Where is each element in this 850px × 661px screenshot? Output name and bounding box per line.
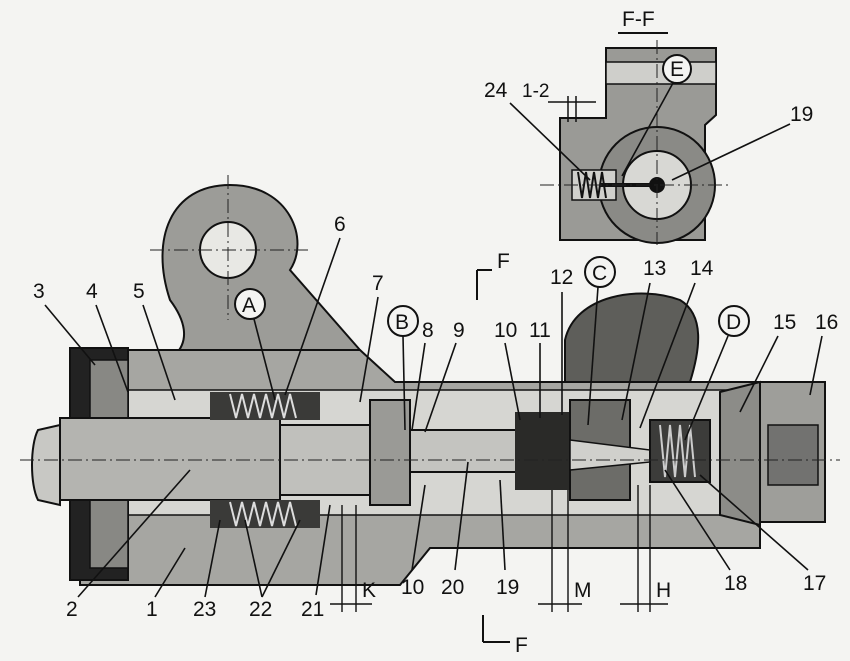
plunger <box>59 417 281 501</box>
callout-c: C <box>592 262 607 285</box>
label-part-15: 15 <box>773 311 796 334</box>
label-part-9: 9 <box>453 319 465 342</box>
label-part-5: 5 <box>133 280 145 303</box>
callout-a-circle <box>234 288 266 320</box>
label-part-20: 20 <box>441 576 464 599</box>
label-part-10-top: 10 <box>494 319 517 342</box>
section-f-f-view: F-F 1-2 E 24 19 <box>484 8 813 245</box>
label-part-19-main: 19 <box>496 576 519 599</box>
label-part-8: 8 <box>422 319 434 342</box>
section-mark-top: F <box>497 250 510 273</box>
label-part-4: 4 <box>86 280 98 303</box>
part-number-labels: 3 4 5 6 7 8 9 10 11 12 13 14 15 16 17 18… <box>33 213 838 621</box>
section-cut-markers: F F <box>476 250 528 657</box>
section-title: F-F <box>622 8 655 31</box>
dimension-m: M <box>574 579 592 602</box>
callout-e: E <box>670 58 684 81</box>
section-mark-bottom: F <box>515 634 528 657</box>
label-part-1: 1 <box>146 598 158 621</box>
callout-d-circle <box>718 305 750 337</box>
label-part-11: 11 <box>529 319 551 342</box>
spring-coils <box>229 393 297 419</box>
dimension-h: H <box>656 579 671 602</box>
callout-a: A <box>242 294 256 317</box>
plunger-tip <box>31 423 61 507</box>
label-part-6: 6 <box>334 213 346 236</box>
label-part-7: 7 <box>372 272 384 295</box>
label-part-2: 2 <box>66 598 78 621</box>
label-part-16: 16 <box>815 311 838 334</box>
dimension-k: K <box>362 579 376 602</box>
label-part-21: 21 <box>301 598 324 621</box>
section-bore <box>605 61 717 85</box>
label-part-23: 23 <box>193 598 216 621</box>
label-part-12: 12 <box>550 266 573 289</box>
seal-10-11 <box>515 412 570 490</box>
mounting-ear <box>161 183 363 357</box>
label-part-10-bottom: 10 <box>401 576 424 599</box>
clearance-label: 1-2 <box>522 81 549 102</box>
label-part-3: 3 <box>33 280 45 303</box>
label-part-14: 14 <box>690 257 714 280</box>
callout-e-circle <box>662 54 692 84</box>
label-part-13: 13 <box>643 257 666 280</box>
fitting-taper <box>719 380 761 527</box>
callout-markers: A B C D <box>234 256 750 441</box>
main-valve-assembly <box>20 175 840 586</box>
label-part-22: 22 <box>249 598 272 621</box>
label-part-18: 18 <box>724 572 747 595</box>
cylinder-boss <box>564 292 700 383</box>
label-part-19-section: 19 <box>790 103 813 126</box>
label-part-24: 24 <box>484 79 508 102</box>
callout-d: D <box>726 311 741 334</box>
check-spring <box>659 424 696 478</box>
callout-b: B <box>395 311 409 334</box>
clearance-dimensions: K M H <box>330 485 671 612</box>
label-part-17: 17 <box>803 572 826 595</box>
callout-c-circle <box>584 256 616 288</box>
